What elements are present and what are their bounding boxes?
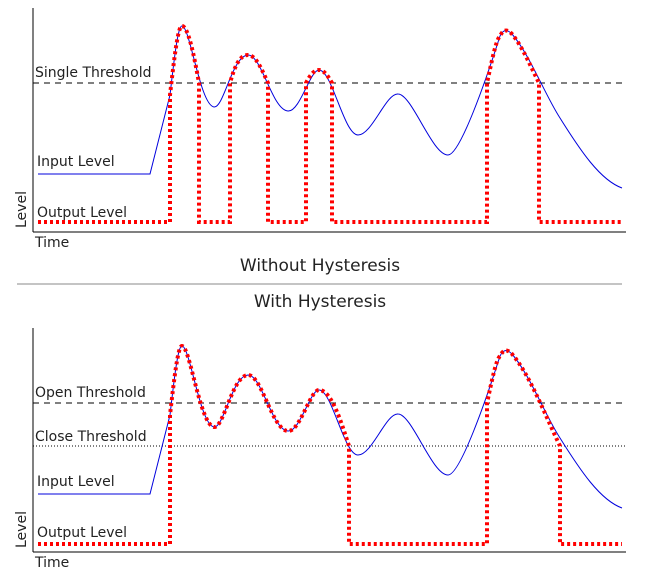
bottom-input-level-label: Input Level [37,474,115,490]
bottom-output-level-trace [38,343,622,546]
bottom-level-label: Level [14,511,30,548]
without-hysteresis-caption: Without Hysteresis [240,256,400,276]
bottom-output-level-label: Output Level [37,525,127,541]
single-threshold-label: Single Threshold [35,65,151,81]
with-hysteresis-caption: With Hysteresis [254,292,386,312]
top-time-label: Time [34,235,69,251]
top-output-level-label: Output Level [37,205,127,221]
close-threshold-label: Close Threshold [35,429,147,445]
top-output-level-trace [38,23,622,224]
bottom-input-level-curve [38,345,623,509]
bottom-time-label: Time [34,555,69,571]
open-threshold-label: Open Threshold [35,385,146,401]
top-input-level-label: Input Level [37,154,115,170]
bottom-panel: With Hysteresis Open Threshold Close Thr… [14,292,626,571]
top-panel: Single Threshold Input Level Output Leve… [14,8,626,276]
top-level-label: Level [14,191,30,228]
